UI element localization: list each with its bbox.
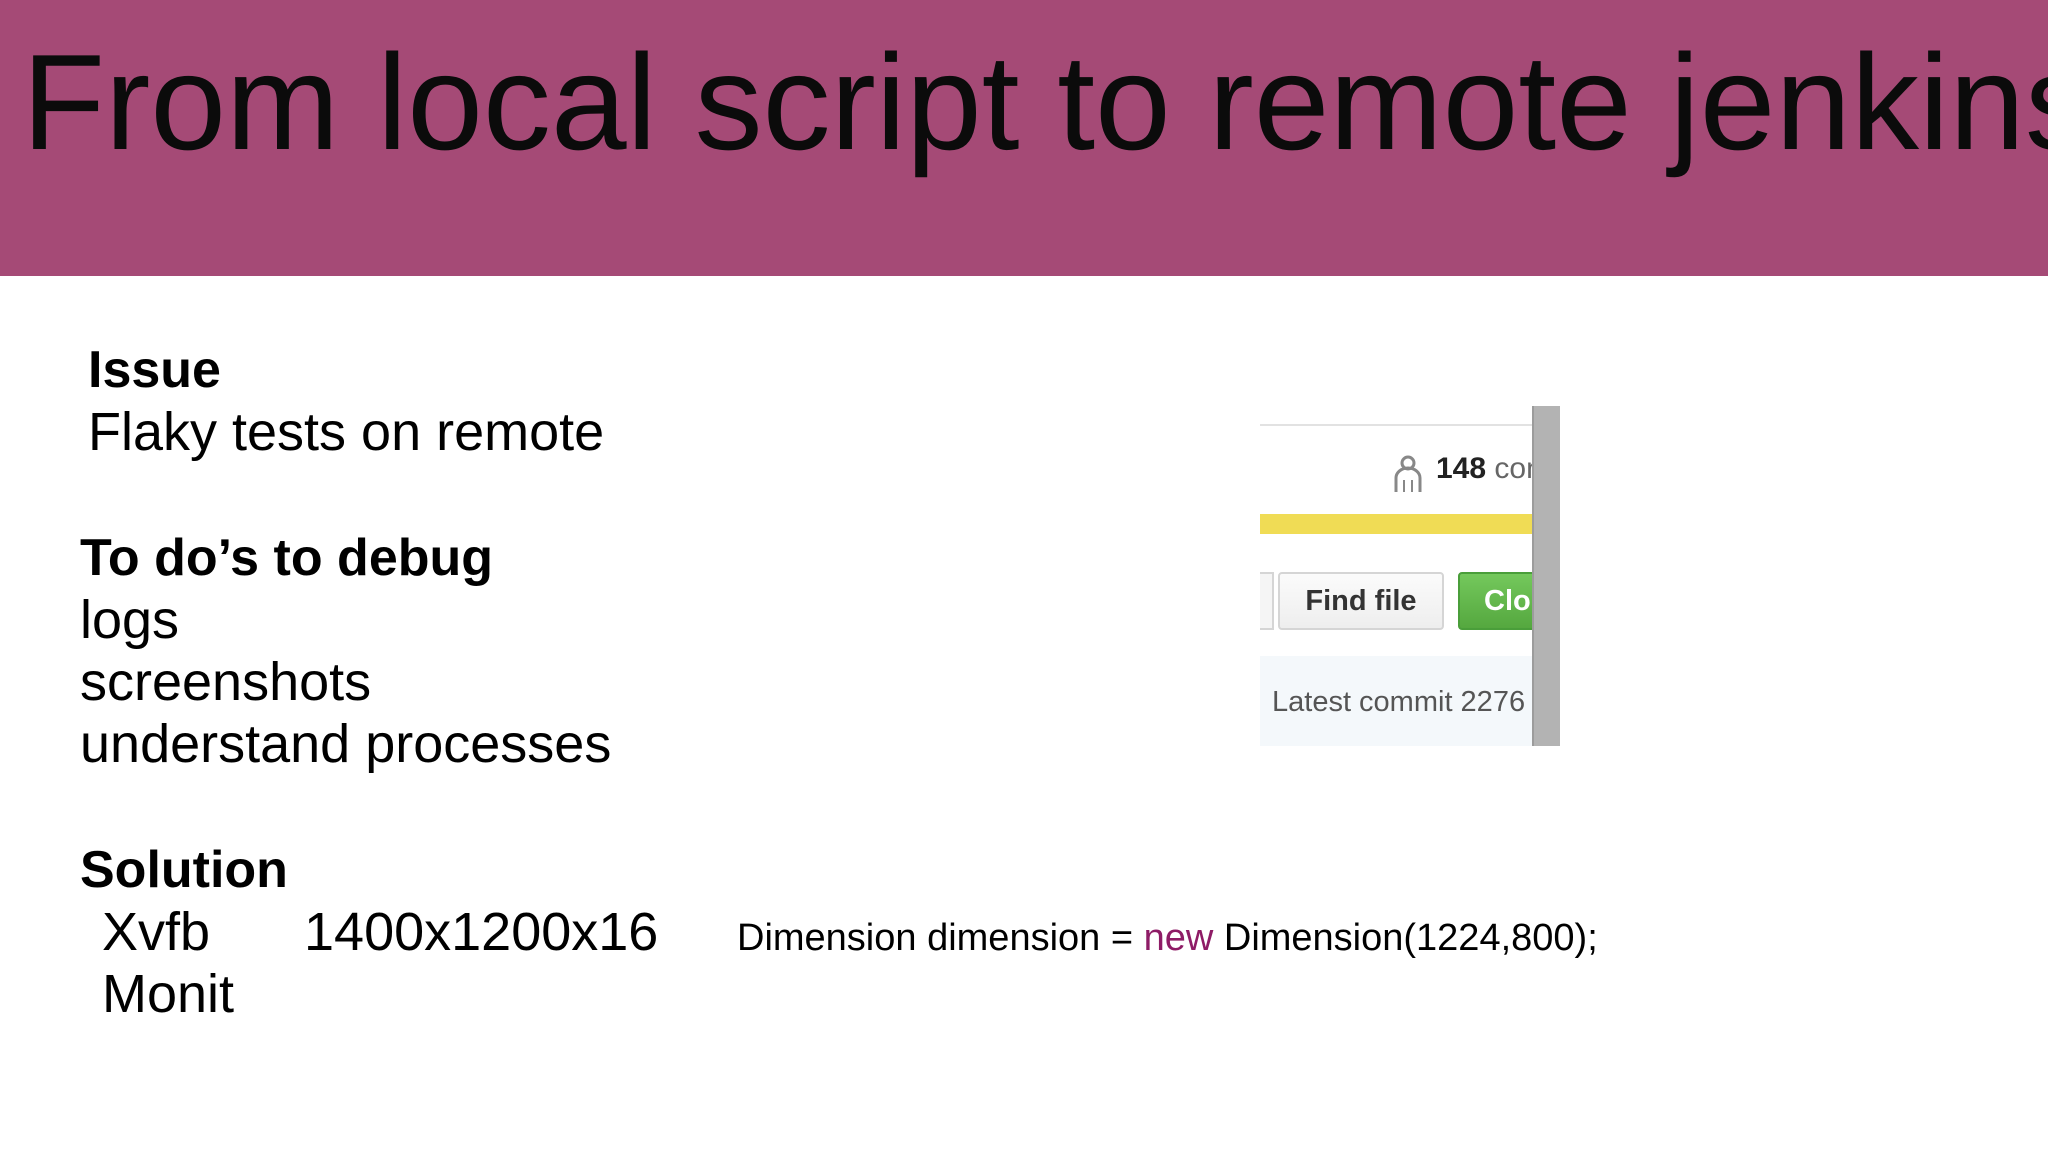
todo-heading: To do’s to debug (80, 529, 494, 587)
header-band (0, 0, 2048, 276)
scrollbar[interactable] (1532, 406, 1560, 746)
find-file-button[interactable]: Find file (1278, 572, 1444, 630)
code-after: Dimension(1224,800); (1213, 917, 1598, 959)
code-snippet: Dimension dimension = new Dimension(1224… (737, 919, 1598, 957)
crop-top-divider (1260, 424, 1532, 426)
slide-title: From local script to remote jenkins (22, 26, 2048, 178)
solution-xvfb-value: 1400x1200x16 (304, 902, 659, 962)
partial-button[interactable] (1260, 572, 1274, 630)
solution-monit-label: Monit (102, 964, 235, 1024)
latest-commit-text[interactable]: Latest commit 2276 (1272, 686, 1526, 718)
github-screenshot-crop: 148 contributors Find file Clone or down… (1260, 406, 1560, 746)
contributors-number: 148 (1436, 452, 1487, 485)
code-keyword: new (1143, 917, 1214, 959)
issue-text: Flaky tests on remote (88, 402, 605, 462)
code-before: Dimension dimension = (737, 917, 1144, 959)
people-icon (1394, 455, 1422, 492)
solution-xvfb-label: Xvfb (102, 902, 211, 962)
todo-item-processes: understand processes (80, 714, 612, 774)
commit-bar (1260, 656, 1532, 746)
issue-heading: Issue (88, 341, 221, 399)
solution-heading: Solution (80, 841, 288, 899)
todo-item-screenshots: screenshots (80, 652, 372, 712)
language-bar (1260, 514, 1532, 534)
todo-item-logs: logs (80, 590, 180, 650)
